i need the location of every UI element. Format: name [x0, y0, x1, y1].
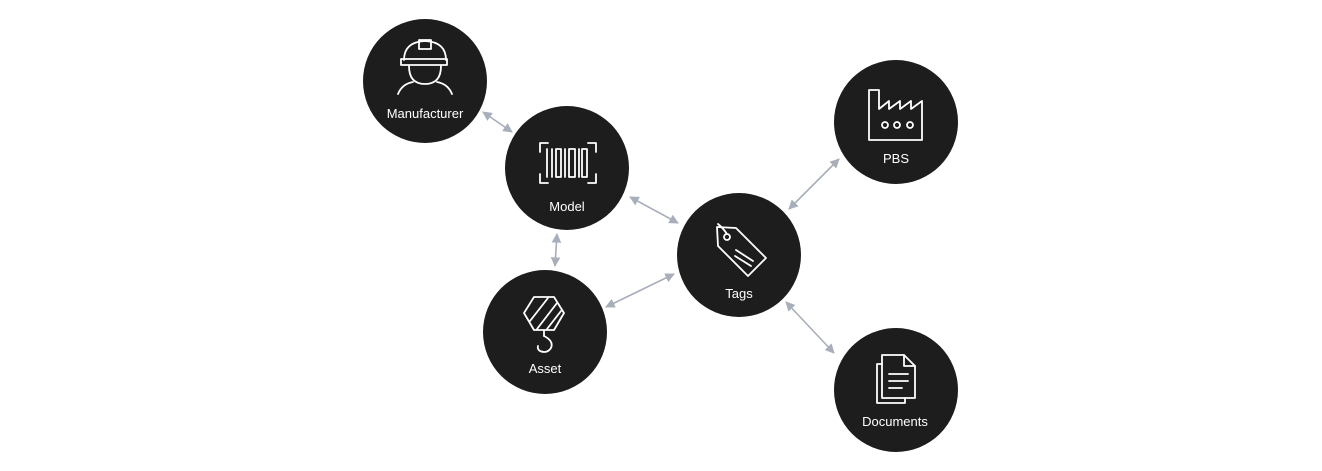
factory-icon [868, 89, 923, 141]
asset-label: Asset [529, 361, 562, 376]
documents-label: Documents [862, 414, 928, 429]
connector-model-tags [629, 196, 679, 224]
tags-label: Tags [725, 286, 753, 301]
connector-tags-pbs [788, 158, 840, 210]
crane-hook-icon [523, 296, 565, 353]
node-pbs: PBS [834, 60, 958, 184]
node-documents: Documents [834, 328, 958, 452]
node-model: Model [505, 106, 629, 230]
documents-icon [876, 354, 916, 404]
connector-manufacturer-model [482, 111, 513, 133]
node-tags: Tags [677, 193, 801, 317]
worker-hardhat-icon [397, 39, 453, 95]
node-asset: Asset [483, 270, 607, 394]
model-label: Model [549, 199, 585, 214]
tag-icon [716, 223, 767, 277]
connector-tags-documents [785, 301, 835, 354]
connector-asset-tags [605, 273, 675, 308]
barcode-icon [539, 142, 597, 184]
connector-model-asset [550, 233, 562, 267]
node-manufacturer: Manufacturer [363, 19, 487, 143]
manufacturer-label: Manufacturer [387, 106, 464, 121]
pbs-label: PBS [883, 151, 909, 166]
